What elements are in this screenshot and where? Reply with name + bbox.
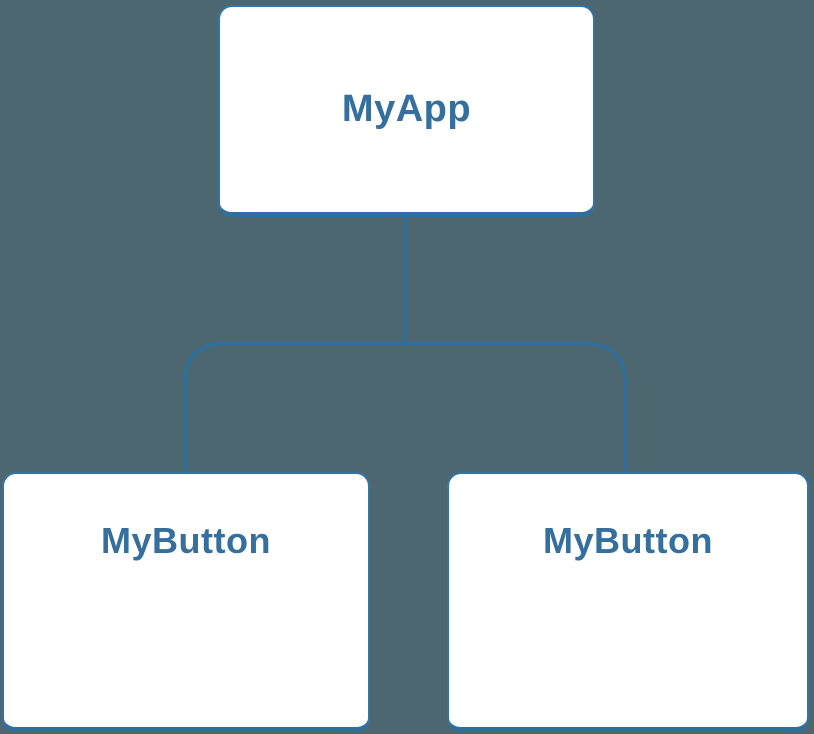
node-mybutton-left-label: MyButton [101, 520, 271, 561]
node-mybutton-right-label: MyButton [543, 520, 713, 561]
node-mybutton-right: MyButton count 0 [447, 472, 809, 732]
node-mybutton-left: MyButton count 1 [2, 472, 370, 732]
node-myapp: MyApp [218, 5, 595, 217]
connector-bracket [183, 341, 627, 472]
node-myapp-label: MyApp [341, 88, 472, 130]
